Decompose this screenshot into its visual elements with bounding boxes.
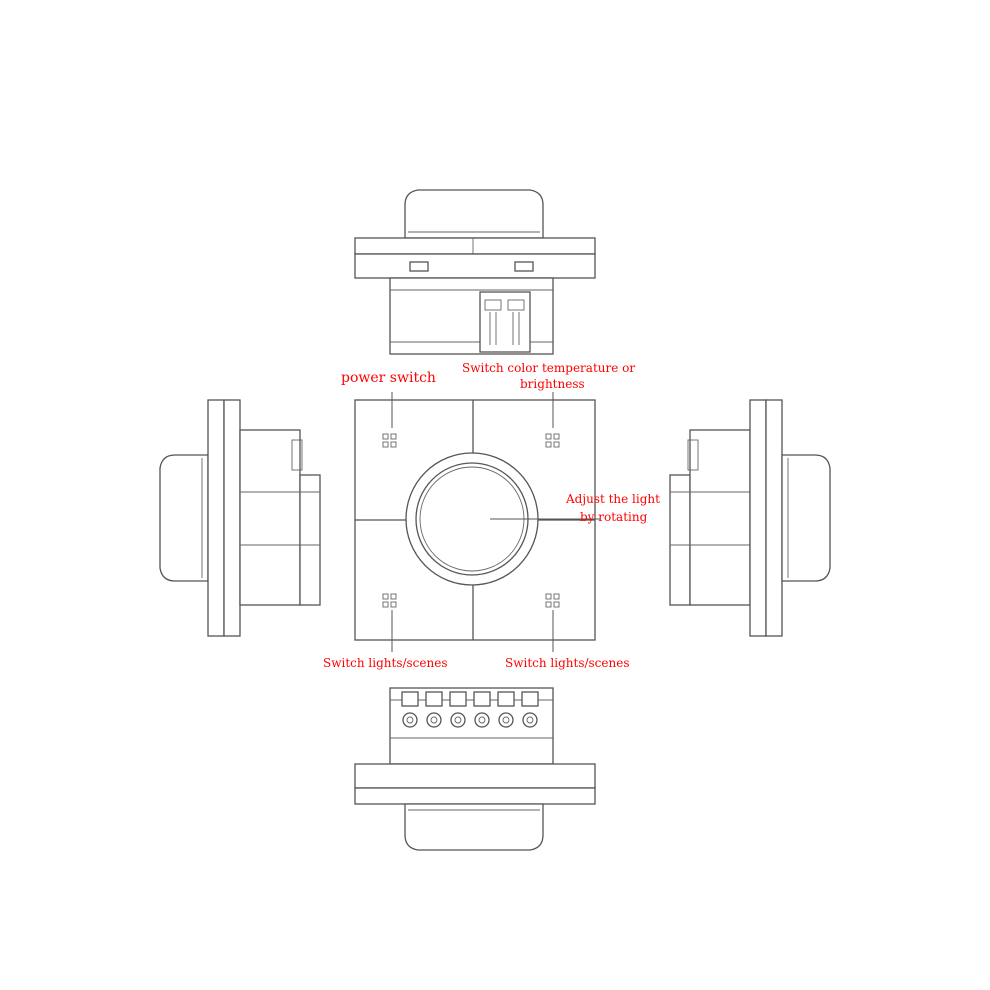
indicator-top-right [545,433,560,448]
front-panel-view [354,399,596,641]
left-side-view [159,399,321,637]
switch-color-label-line2: brightness [520,377,585,391]
switch-lights-left-label: Switch lights/scenes [323,656,448,670]
switch-lights-right-label: Switch lights/scenes [505,656,630,670]
top-side-view [354,189,596,355]
power-switch-label: power switch [341,370,436,386]
annotations: power switch Switch color temperature or… [323,361,660,670]
rotary-knob [405,452,539,586]
terminal-screws [401,691,539,728]
right-side-view [669,399,831,637]
switch-color-label-line1: Switch color temperature or [462,361,635,375]
indicator-top-left [382,433,397,448]
adjust-light-label-line2: by rotating [580,510,648,524]
leader-lines [391,392,600,652]
adjust-light-label-line1: Adjust the light [565,492,660,506]
indicator-bottom-left [382,593,397,608]
bottom-side-view [354,687,596,851]
indicator-bottom-right [545,593,560,608]
